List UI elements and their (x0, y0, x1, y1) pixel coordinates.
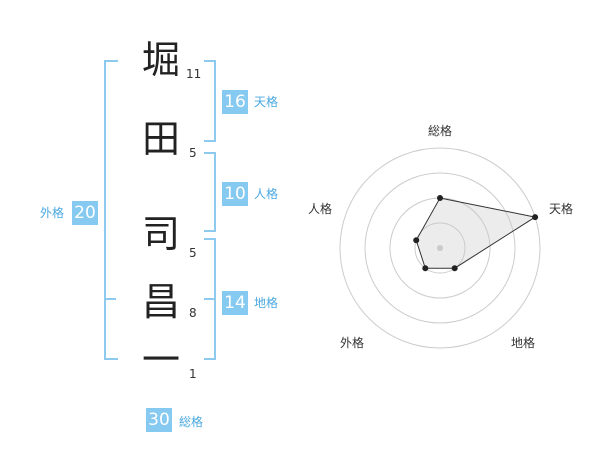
gaikaku-bracket (104, 60, 118, 360)
jinkaku-value: 10 (222, 182, 248, 206)
radar-axis-label-tenkaku: 天格 (549, 202, 574, 216)
radar-point-1 (532, 214, 539, 221)
name-char-4: 昌 (141, 280, 180, 324)
chikaku-value: 14 (222, 291, 248, 315)
tenkaku-value: 16 (222, 90, 248, 114)
radar-ring-4 (339, 147, 541, 349)
chikaku-label: 地格 (254, 296, 279, 310)
stroke-count-5: 1 (189, 367, 197, 381)
tenkaku-bracket (204, 60, 216, 142)
radar-ring-3 (364, 172, 516, 324)
radar-axis-label-gaikaku: 外格 (340, 336, 365, 350)
name-char-2: 田 (141, 117, 180, 161)
radar-point-3 (422, 265, 429, 272)
jinkaku-label: 人格 (254, 187, 279, 201)
gaikaku-bracket-divider (104, 298, 116, 300)
name-char-1: 堀 (141, 38, 180, 82)
gaikaku-label: 外格 (40, 206, 65, 220)
stroke-count-2: 5 (189, 146, 197, 160)
gaikaku-value: 20 (72, 201, 98, 225)
radar-center (437, 245, 443, 251)
radar-ring-1 (414, 222, 466, 274)
radar-axis-label-jinkaku: 人格 (308, 202, 333, 216)
stroke-count-3: 5 (189, 246, 197, 260)
soukaku-value: 30 (146, 408, 172, 432)
radar-point-2 (451, 265, 458, 272)
name-char-5: 一 (141, 338, 180, 382)
radar-axis-label-soukaku: 総格 (428, 124, 453, 138)
name-char-3: 司 (141, 212, 180, 256)
radar-axis-label-chikaku: 地格 (511, 336, 536, 350)
stroke-count-1: 11 (186, 67, 202, 81)
radar-series-polygon (415, 197, 537, 269)
stroke-count-4: 8 (189, 306, 197, 320)
jinkaku-bracket (204, 152, 216, 232)
radar-point-4 (413, 237, 420, 244)
soukaku-label: 総格 (179, 415, 204, 429)
tenkaku-label: 天格 (254, 95, 279, 109)
chikaku-bracket-divider (204, 298, 216, 300)
fortune-radar-chart (339, 147, 541, 349)
radar-point-0 (437, 195, 443, 201)
